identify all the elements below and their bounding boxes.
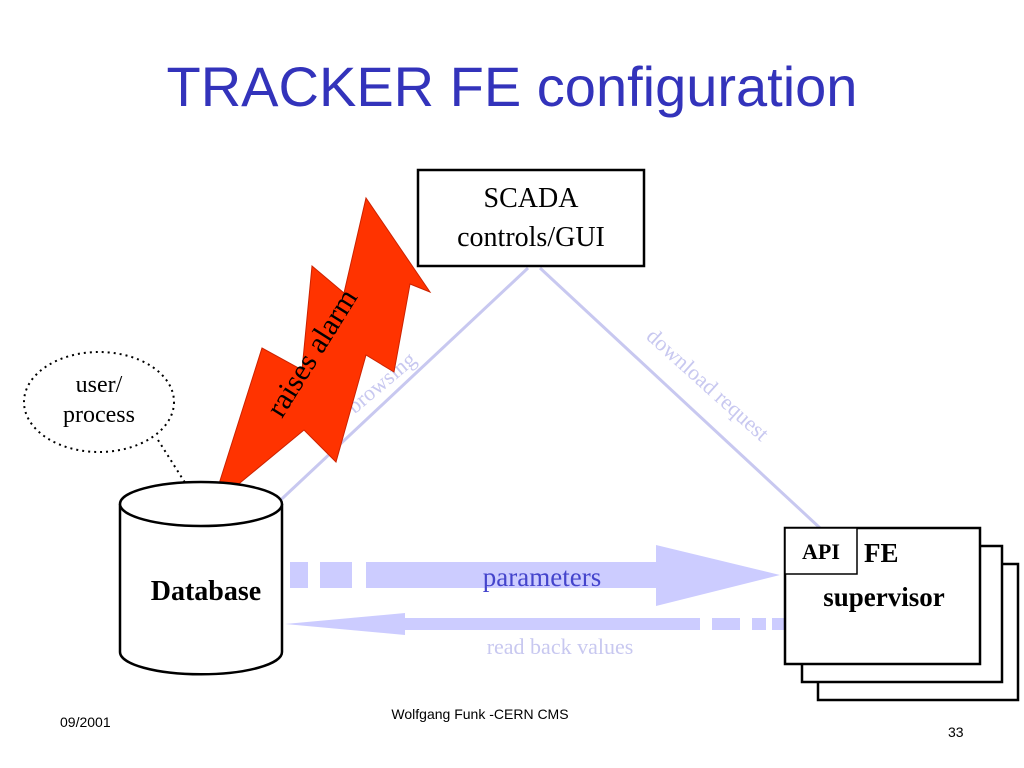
alarm-lightning-bolt: [211, 196, 432, 508]
user-label: user/: [76, 372, 123, 398]
parameters-label: parameters: [483, 562, 601, 592]
read-back-arrow: [285, 613, 786, 635]
download-request-label: download request: [642, 323, 775, 446]
download-connector-line: [538, 266, 822, 530]
scada-label: SCADA: [484, 183, 580, 214]
read-back-label: read back values: [487, 634, 634, 659]
fe-label: FE: [864, 538, 899, 568]
controls-gui-label: controls/GUI: [457, 222, 605, 253]
scada-box: SCADA controls/GUI: [416, 168, 646, 268]
api-box: [784, 527, 858, 575]
browsing-connector-line: [268, 266, 530, 512]
user-process-bubble: user/ process: [23, 351, 197, 501]
database-cylinder: Database: [118, 480, 284, 676]
database-label: Database: [151, 576, 261, 607]
slide-title: TRACKER FE configuration: [166, 55, 858, 118]
footer-page-number: 33: [948, 724, 964, 740]
footer-date: 09/2001: [60, 714, 111, 730]
fe-supervisor-stack: API FE supervisor: [783, 526, 1020, 702]
api-label: API: [802, 539, 840, 564]
supervisor-label: supervisor: [823, 582, 945, 612]
footer-author: Wolfgang Funk -CERN CMS: [391, 706, 569, 722]
parameters-arrow: [290, 545, 780, 606]
process-label: process: [63, 402, 135, 428]
